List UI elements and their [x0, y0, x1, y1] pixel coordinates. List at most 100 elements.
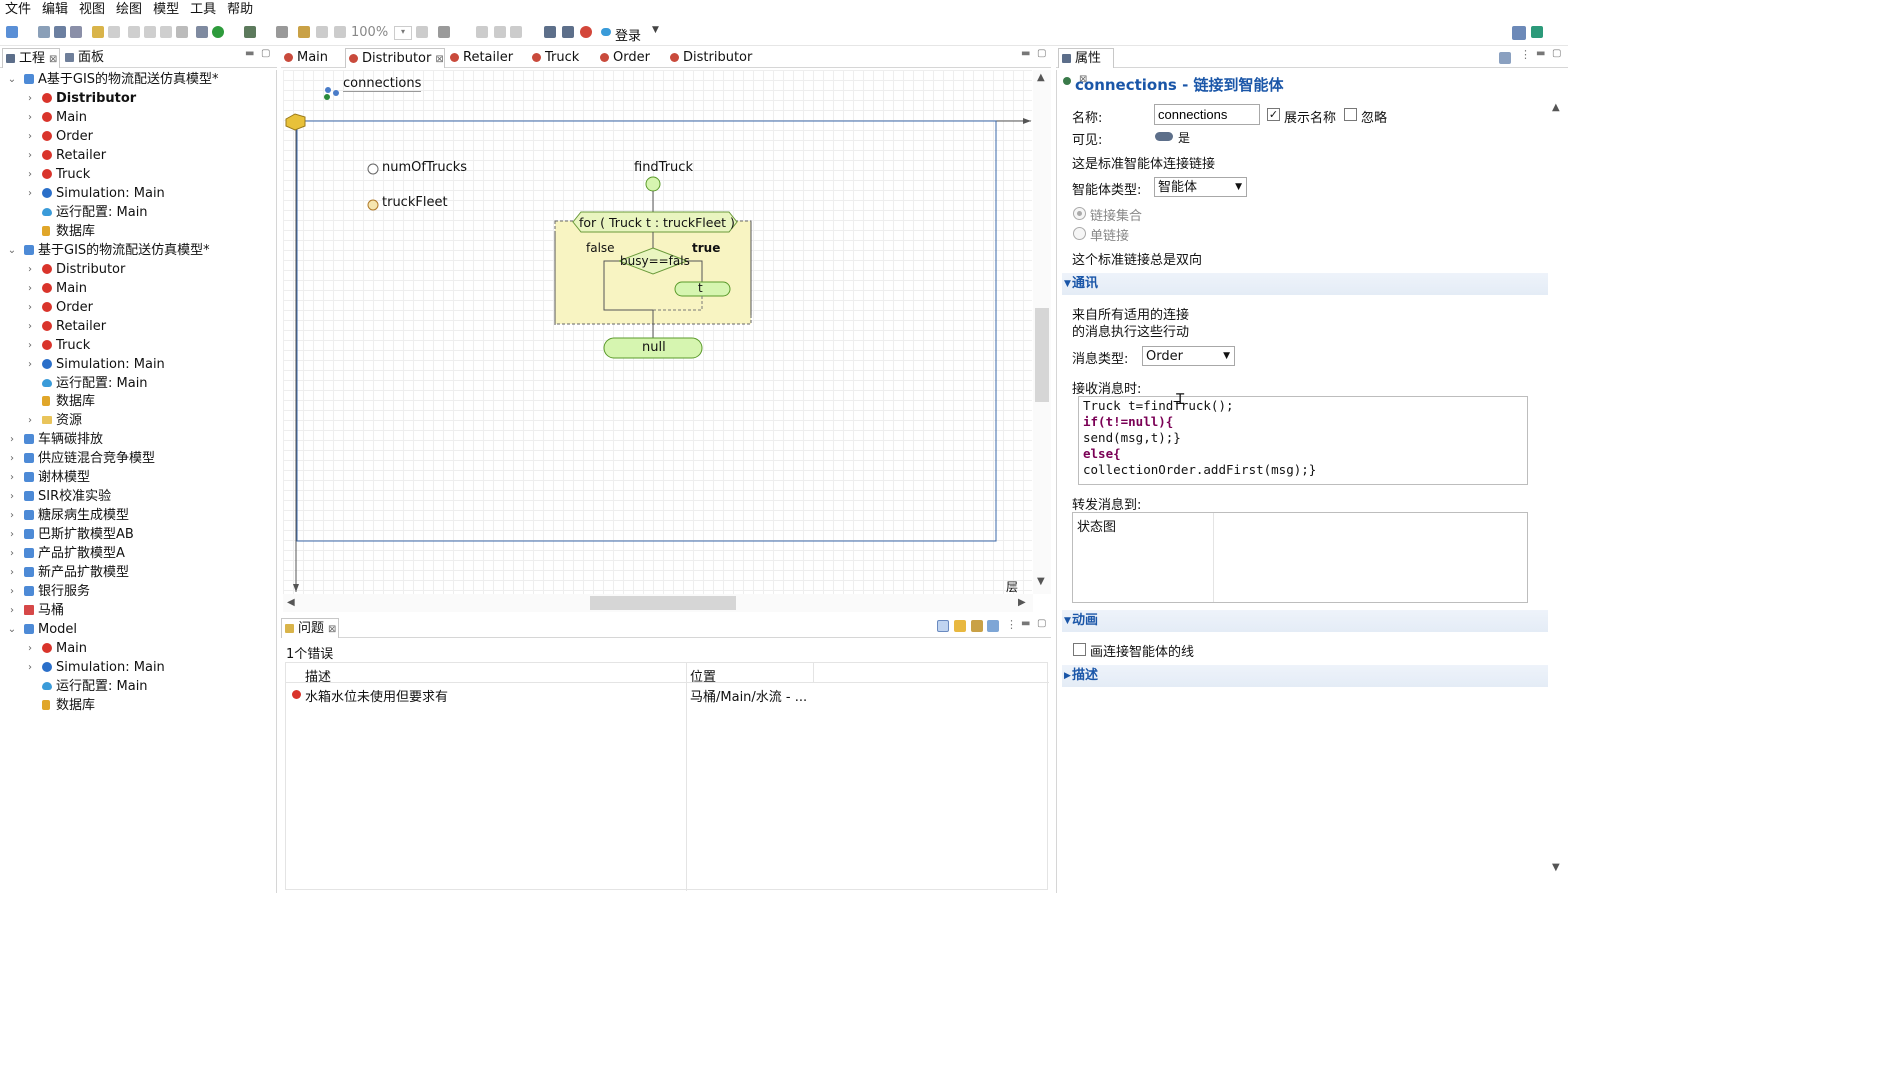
single-link-radio[interactable]	[1073, 227, 1086, 240]
tree-item[interactable]: ›新产品扩散模型	[0, 563, 276, 582]
minimize-icon[interactable]: ▬	[245, 48, 255, 59]
tree-item[interactable]: 数据库	[0, 222, 276, 241]
maximize-icon[interactable]: ▢	[261, 48, 271, 59]
chevron-right-icon[interactable]: ›	[10, 510, 14, 522]
chevron-right-icon[interactable]: ›	[10, 434, 14, 446]
tree-item[interactable]: ›Truck	[0, 336, 276, 355]
chevron-right-icon[interactable]: ›	[28, 282, 32, 294]
maximize-icon[interactable]: ▢	[1552, 48, 1562, 59]
tree-item[interactable]: ⌄基于GIS的物流配送仿真模型*	[0, 241, 276, 260]
tree-item[interactable]: ›Simulation: Main	[0, 355, 276, 374]
tab-distributor[interactable]: Distributor⊠	[345, 48, 445, 68]
menu-view[interactable]: 视图	[79, 2, 106, 17]
decision-shape[interactable]	[617, 247, 689, 275]
copy-icon[interactable]	[144, 26, 156, 38]
chevron-right-icon[interactable]: ›	[28, 92, 32, 104]
debug-icon[interactable]	[244, 26, 256, 38]
menu-draw[interactable]: 绘图	[116, 2, 143, 17]
window-icon[interactable]	[562, 26, 574, 38]
ignore-checkbox[interactable]	[1344, 108, 1357, 121]
tree-item[interactable]: 运行配置: Main	[0, 677, 276, 696]
menu-help[interactable]: 帮助	[227, 2, 254, 17]
tree-item[interactable]: ›Distributor	[0, 89, 276, 108]
chevron-down-icon[interactable]: ⌄	[7, 244, 17, 256]
tab-retailer[interactable]: Retailer	[447, 48, 527, 68]
save-all-icon[interactable]	[70, 26, 82, 38]
agent-type-select[interactable]: 智能体 ▼	[1154, 177, 1247, 197]
chevron-right-icon[interactable]: ›	[28, 339, 32, 351]
chevron-right-icon[interactable]: ›	[28, 415, 32, 427]
scroll-up-icon[interactable]: ▲	[1552, 102, 1560, 113]
tree-item[interactable]: ›Main	[0, 639, 276, 658]
layers-label[interactable]: 层	[1006, 580, 1019, 594]
run-perspective-icon[interactable]	[1531, 26, 1543, 38]
tree-item[interactable]: ›Simulation: Main	[0, 658, 276, 677]
filter-icon[interactable]	[937, 620, 949, 632]
configure-icon[interactable]	[987, 620, 999, 632]
chevron-right-icon[interactable]: ›	[10, 453, 14, 465]
minimize-icon[interactable]: ▬	[1536, 48, 1546, 59]
select-icon[interactable]	[298, 26, 310, 38]
redo-icon[interactable]	[108, 26, 120, 38]
scroll-left-icon[interactable]: ◀	[287, 597, 295, 608]
close-icon[interactable]: ⊠	[328, 624, 337, 635]
cut-icon[interactable]	[128, 26, 140, 38]
tree-item[interactable]: 运行配置: Main	[0, 374, 276, 393]
menu-model[interactable]: 模型	[153, 2, 180, 17]
origin-marker-icon[interactable]	[285, 113, 306, 131]
horizontal-scrollbar[interactable]: ◀ ▶	[283, 594, 1033, 612]
loop-header-shape[interactable]	[572, 211, 738, 233]
tree-item[interactable]: ›供应链混合竞争模型	[0, 449, 276, 468]
chevron-right-icon[interactable]: ›	[28, 187, 32, 199]
wire-icon[interactable]	[544, 26, 556, 38]
minimize-icon[interactable]: ▬	[1021, 48, 1031, 59]
stop-icon[interactable]	[276, 26, 288, 38]
show-name-checkbox[interactable]: ✓	[1267, 108, 1280, 121]
chevron-right-icon[interactable]: ›	[10, 605, 14, 617]
tab-distributor-2[interactable]: Distributor	[667, 48, 767, 68]
chevron-right-icon[interactable]: ›	[28, 320, 32, 332]
warning-filter-icon[interactable]	[954, 620, 966, 632]
tree-item[interactable]: ›Truck	[0, 165, 276, 184]
chevron-right-icon[interactable]: ›	[10, 567, 14, 579]
chevron-right-icon[interactable]: ›	[28, 358, 32, 370]
new-icon[interactable]	[6, 26, 18, 38]
tree-item[interactable]: ›资源	[0, 411, 276, 430]
run-icon[interactable]	[212, 26, 224, 38]
open-icon[interactable]	[38, 26, 50, 38]
scroll-down-icon[interactable]: ▼	[1552, 862, 1560, 873]
tree-item[interactable]: ›谢林模型	[0, 468, 276, 487]
sort-icon[interactable]	[971, 620, 983, 632]
visible-toggle[interactable]	[1155, 132, 1173, 141]
tree-item[interactable]: ›Main	[0, 108, 276, 127]
save-icon[interactable]	[54, 26, 66, 38]
tree-item[interactable]: ›Main	[0, 279, 276, 298]
tree-item[interactable]: ›巴斯扩散模型AB	[0, 525, 276, 544]
zoom-in-icon[interactable]	[416, 26, 428, 38]
tree-item[interactable]: ›车辆碳排放	[0, 430, 276, 449]
table-row[interactable]: 水箱水位未使用但要求有 马桶/Main/水流 - ...	[286, 685, 1049, 705]
close-icon[interactable]: ⊠	[49, 54, 58, 65]
tree-item[interactable]: ›Distributor	[0, 260, 276, 279]
chevron-right-icon[interactable]: ›	[28, 130, 32, 142]
chevron-right-icon[interactable]: ›	[28, 168, 32, 180]
tree-item[interactable]: 运行配置: Main	[0, 203, 276, 222]
tab-palette[interactable]: 面板	[62, 48, 112, 68]
tab-properties[interactable]: 属性⊠	[1058, 48, 1114, 85]
chevron-right-icon[interactable]: ›	[28, 263, 32, 275]
chevron-right-icon[interactable]: ›	[10, 586, 14, 598]
tab-project[interactable]: 工程⊠	[2, 48, 60, 68]
section-communication[interactable]: ▼通讯	[1062, 273, 1548, 295]
chevron-down-icon[interactable]: ⌄	[7, 624, 17, 636]
tree-item[interactable]: ›糖尿病生成模型	[0, 506, 276, 525]
perspective-icon[interactable]	[1512, 26, 1526, 40]
pin-icon[interactable]	[1499, 52, 1511, 64]
properties-scrollbar[interactable]: ▲ ▼	[1549, 102, 1567, 892]
forward-list[interactable]: 状态图	[1072, 512, 1528, 603]
zoom-out-icon[interactable]	[334, 26, 346, 38]
section-animation[interactable]: ▼动画	[1062, 610, 1548, 632]
chevron-right-icon[interactable]: ›	[10, 491, 14, 503]
tree-item[interactable]: ›Retailer	[0, 317, 276, 336]
chevron-right-icon[interactable]: ›	[28, 301, 32, 313]
grid-icon[interactable]	[476, 26, 488, 38]
